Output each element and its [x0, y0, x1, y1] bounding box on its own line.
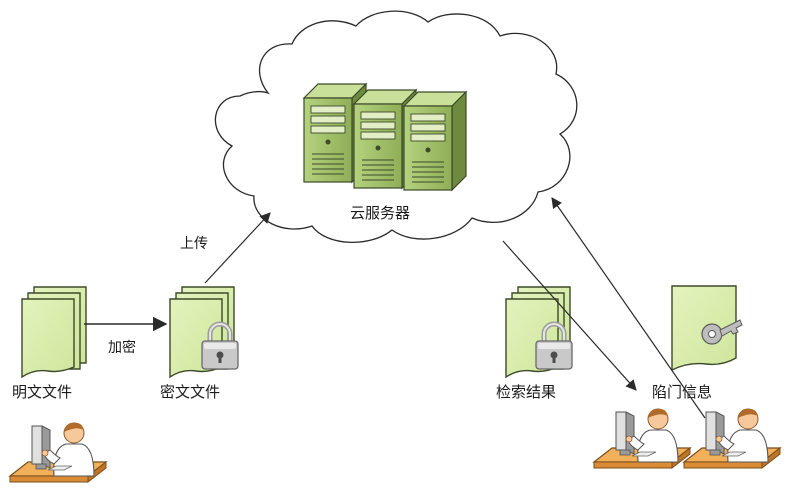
trapdoor-arrow: [551, 197, 706, 419]
encrypt-label: 加密: [108, 339, 136, 356]
user-at-desk-icon: [683, 408, 781, 469]
trapdoor-info-label: 陷门信息: [652, 383, 712, 401]
key-icon: [701, 319, 743, 345]
user-at-desk-icon: [9, 422, 107, 483]
user-at-desk-icon: [593, 408, 691, 469]
upload-label: 上传: [180, 236, 208, 252]
server-icon: [403, 91, 467, 191]
ciphertext-files-label: 密文文件: [160, 383, 220, 401]
upload-arrow: [204, 212, 271, 284]
search-results-label: 检索结果: [496, 383, 556, 401]
cloud-server-label: 云服务器: [350, 204, 410, 222]
plaintext-document-icon: [21, 286, 87, 378]
search-result-arrow: [502, 240, 637, 391]
plaintext-files-label: 明文文件: [12, 383, 72, 401]
